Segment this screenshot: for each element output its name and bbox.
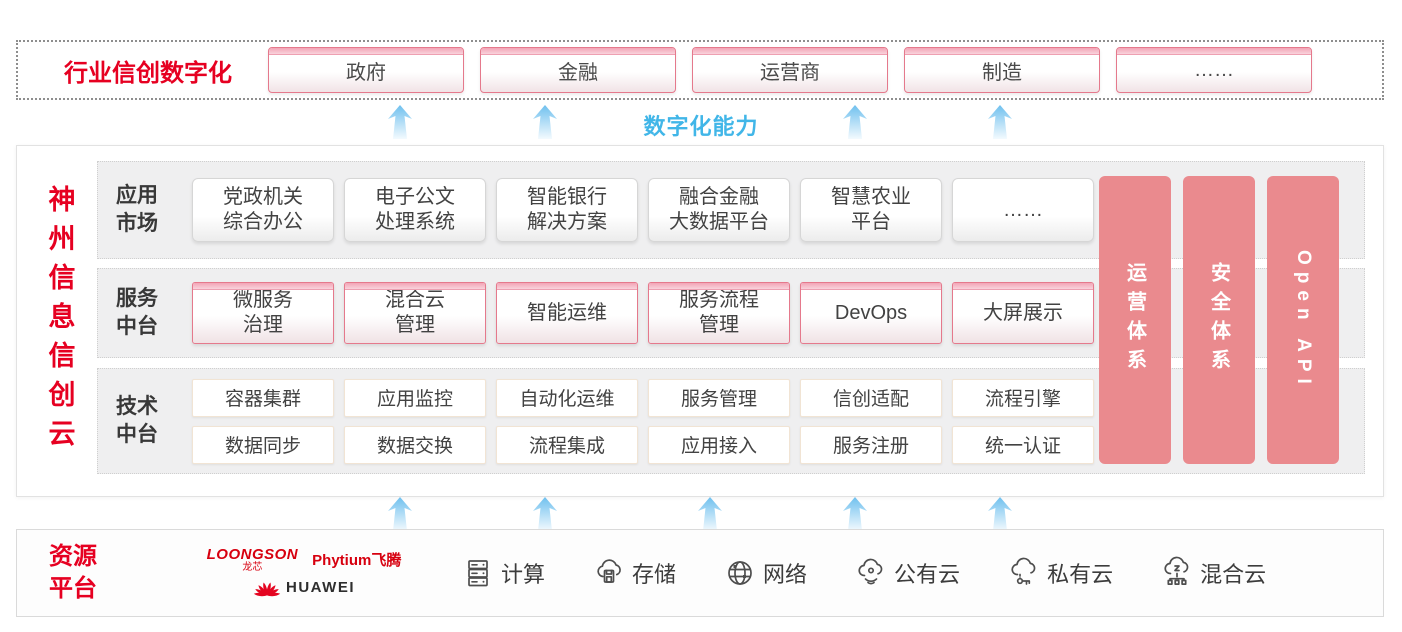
huawei-logo: HUAWEI <box>253 575 355 599</box>
service-box-6: 大屏展示 <box>952 282 1094 344</box>
tech-box-7: 数据同步 <box>192 425 334 464</box>
private-cloud-icon <box>1011 557 1036 585</box>
phytium-logo: Phytium飞腾 <box>312 552 402 569</box>
app-market-row: 应用 市场 党政机关 综合办公 电子公文 处理系统 智能银行 解决方案 融合金融… <box>97 161 1365 259</box>
service-box-3: 智能运维 <box>496 282 638 344</box>
up-arrow-icon <box>388 497 412 531</box>
tech-platform-label: 技术 中台 <box>116 394 158 446</box>
resource-arrows <box>0 496 1402 531</box>
resource-item-compute: 计算 <box>461 556 545 590</box>
app-market-label: 应用 市场 <box>116 183 158 235</box>
resource-item-storage: 存储 <box>592 556 676 590</box>
tech-box-10: 应用接入 <box>648 425 790 464</box>
tech-box-11: 服务注册 <box>800 425 942 464</box>
tech-box-3: 自动化运维 <box>496 378 638 417</box>
vendor-logos: LOONGSON 龙芯 Phytium飞腾 <box>199 547 409 599</box>
industry-boxes: 政府 金融 运营商 制造 …… <box>268 47 1312 93</box>
app-box-5: 智慧农业 平台 <box>800 178 942 242</box>
industry-band-title: 行业信创数字化 <box>64 59 232 87</box>
tech-box-8: 数据交换 <box>344 425 486 464</box>
up-arrow-icon <box>533 105 557 139</box>
compute-icon <box>468 560 488 587</box>
industry-item-finance: 金融 <box>480 47 676 93</box>
pillar-operations-system: 运营体系 <box>1099 176 1171 464</box>
service-platform-row: 服务 中台 微服务 治理 混合云 管理 智能运维 服务流程 管理 DevOps … <box>97 268 1365 358</box>
tech-box-6: 流程引擎 <box>952 378 1094 417</box>
pillar-security-system: 安全体系 <box>1183 176 1255 464</box>
industry-item-manufacturing: 制造 <box>904 47 1100 93</box>
tech-box-4: 服务管理 <box>648 378 790 417</box>
resource-items: 计算 存储 网络 <box>461 556 1266 590</box>
tech-box-9: 流程集成 <box>496 425 638 464</box>
tech-platform-row: 技术 中台 容器集群 应用监控 自动化运维 服务管理 信创适配 流程引擎 数据同… <box>97 368 1365 474</box>
service-box-5: DevOps <box>800 282 942 344</box>
resource-platform-panel: 资源 平台 LOONGSON 龙芯 Phytium飞腾 <box>16 529 1384 617</box>
network-icon <box>728 561 752 585</box>
service-box-4: 服务流程 管理 <box>648 282 790 344</box>
app-box-1: 党政机关 综合办公 <box>192 178 334 242</box>
tech-box-5: 信创适配 <box>800 378 942 417</box>
app-box-2: 电子公文 处理系统 <box>344 178 486 242</box>
public-cloud-icon <box>858 558 883 585</box>
service-box-2: 混合云 管理 <box>344 282 486 344</box>
tech-box-2: 应用监控 <box>344 378 486 417</box>
resource-item-hybrid-cloud: 混合云 <box>1160 556 1266 590</box>
up-arrow-icon <box>843 497 867 531</box>
industry-item-operator: 运营商 <box>692 47 888 93</box>
resource-platform-label: 资源 平台 <box>49 542 97 602</box>
up-arrow-icon <box>988 497 1012 531</box>
platform-title: 神州信息信创云 <box>44 184 75 458</box>
storage-icon <box>597 559 621 583</box>
loongson-logo: LOONGSON 龙芯 <box>206 546 299 573</box>
up-arrow-icon <box>988 105 1012 139</box>
resource-item-public-cloud: 公有云 <box>854 556 960 590</box>
pillar-open-api: Open API <box>1267 176 1339 464</box>
huawei-flower-icon <box>253 582 281 597</box>
resource-item-network: 网络 <box>723 556 807 590</box>
app-box-3: 智能银行 解决方案 <box>496 178 638 242</box>
resource-item-private-cloud: 私有云 <box>1007 556 1113 590</box>
capability-band: 数字化能力 <box>0 100 1402 146</box>
hybrid-cloud-icon <box>1164 556 1189 585</box>
up-arrow-icon <box>698 497 722 531</box>
service-box-1: 微服务 治理 <box>192 282 334 344</box>
industry-band: 行业信创数字化 政府 金融 运营商 制造 …… <box>16 40 1384 100</box>
app-box-more: …… <box>952 178 1094 242</box>
industry-item-government: 政府 <box>268 47 464 93</box>
tech-box-12: 统一认证 <box>952 425 1094 464</box>
cloud-platform-panel: 神州信息信创云 应用 市场 党政机关 综合办公 电子公文 处理系统 智能银行 解… <box>16 145 1384 497</box>
tech-box-1: 容器集群 <box>192 378 334 417</box>
up-arrow-icon <box>843 105 867 139</box>
service-platform-label: 服务 中台 <box>116 286 158 338</box>
up-arrow-icon <box>388 105 412 139</box>
app-box-4: 融合金融 大数据平台 <box>648 178 790 242</box>
industry-item-more: …… <box>1116 47 1312 93</box>
capability-label: 数字化能力 <box>643 114 759 139</box>
up-arrow-icon <box>533 497 557 531</box>
